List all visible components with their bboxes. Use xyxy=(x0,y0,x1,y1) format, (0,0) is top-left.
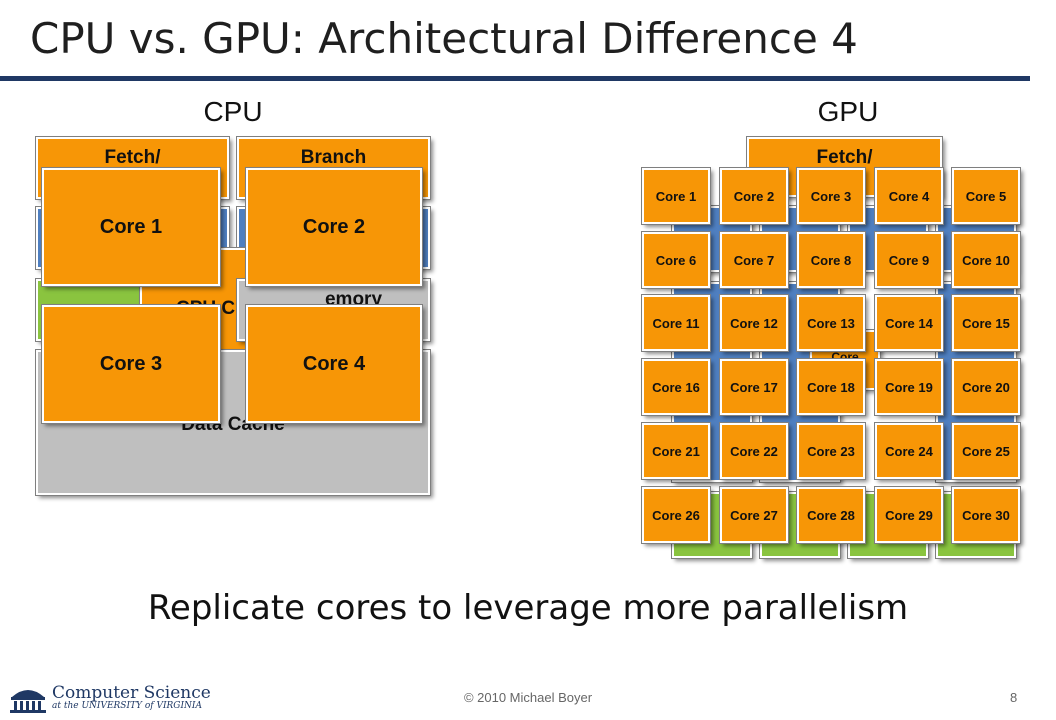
footer-copyright: © 2010 Michael Boyer xyxy=(463,690,593,705)
gpu-core: Core 16 xyxy=(641,358,711,416)
gpu-core-label: Core 11 xyxy=(652,315,700,331)
gpu-core-label: Core 23 xyxy=(807,443,855,459)
gpu-core: Core 29 xyxy=(874,486,944,544)
gpu-core: Core 24 xyxy=(874,422,944,480)
cpu-core: Core 3 xyxy=(41,304,221,424)
gpu-core: Core 20 xyxy=(951,358,1021,416)
gpu-core: Core 11 xyxy=(641,294,711,352)
slide-title: CPU vs. GPU: Architectural Difference 4 xyxy=(30,14,858,63)
gpu-fetch-label: Fetch/ xyxy=(816,147,873,168)
gpu-core: Core 8 xyxy=(796,231,866,289)
gpu-core-label: Core 19 xyxy=(885,379,933,395)
logo-line2: at the UNIVERSITY of VIRGINIA xyxy=(52,701,202,711)
logo-line1: Computer Science xyxy=(52,683,211,703)
gpu-core-label: Core 10 xyxy=(962,252,1010,268)
gpu-core: Core 30 xyxy=(951,486,1021,544)
gpu-core: Core 1 xyxy=(641,167,711,225)
cpu-core: Core 4 xyxy=(245,304,423,424)
gpu-core: Core 28 xyxy=(796,486,866,544)
title-rule xyxy=(0,76,1030,81)
gpu-core-label: Core 24 xyxy=(885,443,933,459)
gpu-core: Core 26 xyxy=(641,486,711,544)
gpu-core: Core 15 xyxy=(951,294,1021,352)
gpu-core: Core 5 xyxy=(951,167,1021,225)
gpu-core: Core 22 xyxy=(719,422,789,480)
gpu-core-label: Core 20 xyxy=(962,379,1010,395)
gpu-core: Core 9 xyxy=(874,231,944,289)
gpu-core: Core 25 xyxy=(951,422,1021,480)
cpu-fetch-label: Fetch/ xyxy=(104,147,161,168)
gpu-core: Core 12 xyxy=(719,294,789,352)
cpu-core-label: Core 1 xyxy=(99,215,163,238)
cpu-core-label: Core 4 xyxy=(302,352,366,375)
gpu-core: Core 4 xyxy=(874,167,944,225)
gpu-core-label: Core 26 xyxy=(652,507,700,523)
cpu-core: Core 1 xyxy=(41,167,221,287)
gpu-core-label: Core 16 xyxy=(652,379,700,395)
gpu-core: Core 3 xyxy=(796,167,866,225)
gpu-core: Core 27 xyxy=(719,486,789,544)
gpu-core: Core 6 xyxy=(641,231,711,289)
gpu-core: Core 13 xyxy=(796,294,866,352)
gpu-core-label: Core 12 xyxy=(730,315,778,331)
university-logo: Computer Science at the UNIVERSITY of VI… xyxy=(8,680,211,716)
gpu-core: Core 2 xyxy=(719,167,789,225)
gpu-core: Core 23 xyxy=(796,422,866,480)
gpu-core: Core 7 xyxy=(719,231,789,289)
cpu-core-label: Core 3 xyxy=(99,352,163,375)
gpu-core-label: Core 18 xyxy=(807,379,855,395)
cpu-label: CPU xyxy=(203,96,263,127)
gpu-core: Core 10 xyxy=(951,231,1021,289)
gpu-core-label: Core 14 xyxy=(885,315,933,331)
gpu-core-label: Core 28 xyxy=(807,507,855,523)
gpu-core-label: Core 15 xyxy=(962,315,1010,331)
gpu-label: GPU xyxy=(817,96,879,127)
gpu-core: Core 17 xyxy=(719,358,789,416)
page-number: 8 xyxy=(1010,690,1018,705)
gpu-core-label: Core 5 xyxy=(965,188,1007,204)
gpu-core-label: Core 4 xyxy=(888,188,930,204)
cpu-branch-label: Branch xyxy=(300,147,367,168)
gpu-core-label: Core 25 xyxy=(962,443,1010,459)
gpu-core-label: Core 1 xyxy=(655,188,697,204)
gpu-core-label: Core 17 xyxy=(730,379,778,395)
gpu-core: Core 14 xyxy=(874,294,944,352)
caption: Replicate cores to leverage more paralle… xyxy=(147,588,909,628)
gpu-core-label: Core 8 xyxy=(810,252,852,268)
gpu-core: Core 19 xyxy=(874,358,944,416)
gpu-core-label: Core 22 xyxy=(730,443,778,459)
cpu-core: Core 2 xyxy=(245,167,423,287)
cpu-core-label: Core 2 xyxy=(302,215,366,238)
gpu-core-label: Core 27 xyxy=(730,507,778,523)
gpu-core-label: Core 30 xyxy=(962,507,1010,523)
gpu-core-label: Core 7 xyxy=(733,252,775,268)
gpu-core-label: Core 13 xyxy=(807,315,855,331)
gpu-core-label: Core 3 xyxy=(810,188,852,204)
gpu-core-label: Core 2 xyxy=(733,188,775,204)
gpu-core-label: Core 29 xyxy=(885,507,933,523)
gpu-core-label: Core 9 xyxy=(888,252,930,268)
gpu-core: Core 21 xyxy=(641,422,711,480)
cpu-memory-partial-label: emory xyxy=(324,289,383,310)
gpu-core-label: Core 6 xyxy=(655,252,697,268)
rotunda-icon xyxy=(10,690,46,713)
gpu-core-label: Core 21 xyxy=(652,443,700,459)
gpu-core: Core 18 xyxy=(796,358,866,416)
